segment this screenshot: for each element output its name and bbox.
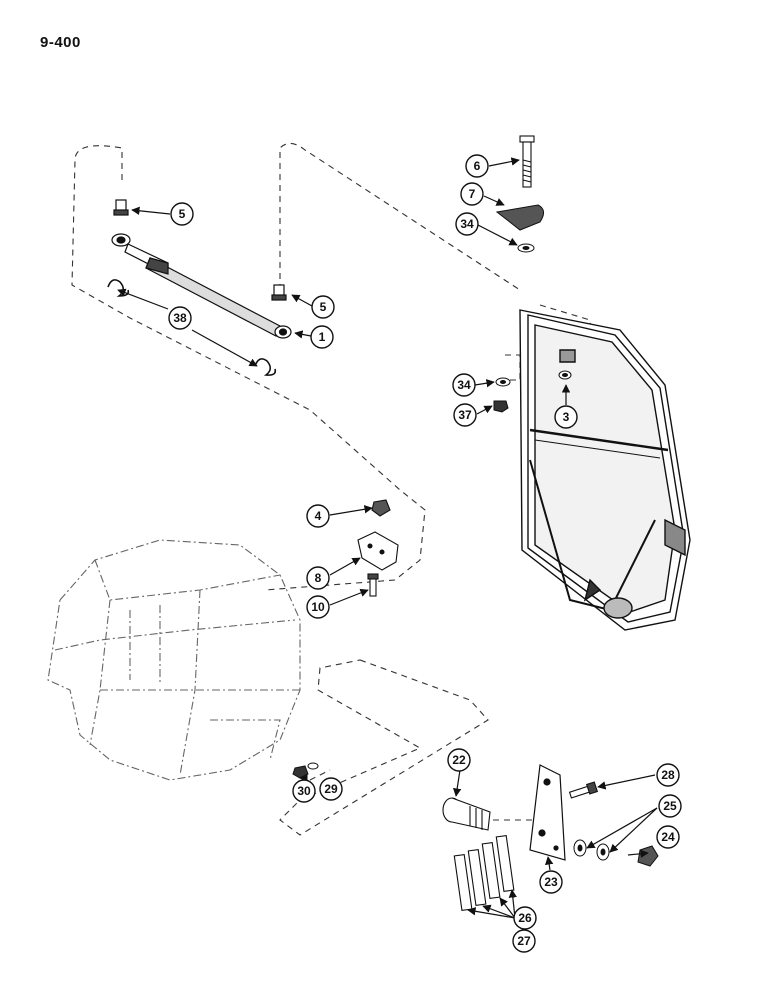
- dashed-assembly-lines: [71, 142, 596, 836]
- callout-29: 29: [319, 777, 343, 801]
- washer: [517, 243, 535, 253]
- shims: [453, 834, 515, 912]
- pivot-studs: [113, 199, 287, 301]
- door-hardware: [493, 370, 572, 413]
- mount-fasteners: [292, 762, 319, 779]
- svg-text:8: 8: [315, 571, 322, 585]
- svg-text:38: 38: [173, 311, 187, 325]
- gas-strut: [111, 233, 292, 339]
- callout-5-left: 5: [170, 202, 194, 226]
- svg-text:23: 23: [544, 875, 558, 889]
- svg-text:24: 24: [661, 830, 675, 844]
- svg-text:27: 27: [517, 934, 531, 948]
- svg-text:10: 10: [311, 600, 325, 614]
- callout-22: 22: [447, 748, 471, 772]
- svg-text:5: 5: [179, 207, 186, 221]
- bolt: [519, 135, 535, 188]
- cab-latch-bracket: [357, 499, 399, 597]
- svg-text:29: 29: [324, 782, 338, 796]
- callout-25: 25: [658, 794, 682, 818]
- door-assembly: [519, 309, 691, 631]
- bracket: [495, 204, 544, 231]
- callout-38: 38: [168, 306, 192, 330]
- callout-23: 23: [539, 870, 563, 894]
- callout-10: 10: [306, 595, 330, 619]
- svg-text:4: 4: [315, 509, 322, 523]
- svg-text:6: 6: [474, 159, 481, 173]
- svg-text:34: 34: [457, 378, 471, 392]
- callout-34-lower: 34: [452, 373, 476, 397]
- svg-text:30: 30: [297, 784, 311, 798]
- callout-27: 27: [512, 929, 536, 953]
- callout-3: 3: [554, 405, 578, 429]
- svg-text:26: 26: [518, 911, 532, 925]
- callout-26: 26: [513, 906, 537, 930]
- hinge-pin: [442, 797, 491, 831]
- svg-text:1: 1: [319, 330, 326, 344]
- callout-4: 4: [306, 504, 330, 528]
- callout-28: 28: [656, 763, 680, 787]
- leader-lines: [117, 157, 658, 919]
- callout-24: 24: [656, 825, 680, 849]
- callout-1: 1: [310, 325, 334, 349]
- cab-frame: [47, 539, 301, 781]
- svg-text:22: 22: [452, 753, 466, 767]
- retaining-clips: [107, 279, 277, 376]
- callout-6: 6: [465, 154, 489, 178]
- callout-labels: 6 7 34 5 5 1 38 34 37 3 4 8 10 22 28 25 …: [168, 154, 682, 953]
- svg-text:34: 34: [460, 217, 474, 231]
- callout-7: 7: [460, 182, 484, 206]
- svg-text:25: 25: [663, 799, 677, 813]
- callout-34-top: 34: [455, 212, 479, 236]
- callout-30: 30: [292, 779, 316, 803]
- hinge-plate: [529, 764, 566, 861]
- svg-text:7: 7: [469, 187, 476, 201]
- callout-5-right: 5: [311, 295, 335, 319]
- hinge-bolt: [568, 781, 599, 799]
- callout-8: 8: [306, 566, 330, 590]
- svg-text:3: 3: [563, 410, 570, 424]
- svg-text:37: 37: [458, 408, 472, 422]
- svg-text:28: 28: [661, 768, 675, 782]
- page-number: 9-400: [40, 34, 81, 51]
- callout-37: 37: [453, 403, 477, 427]
- svg-text:5: 5: [320, 300, 327, 314]
